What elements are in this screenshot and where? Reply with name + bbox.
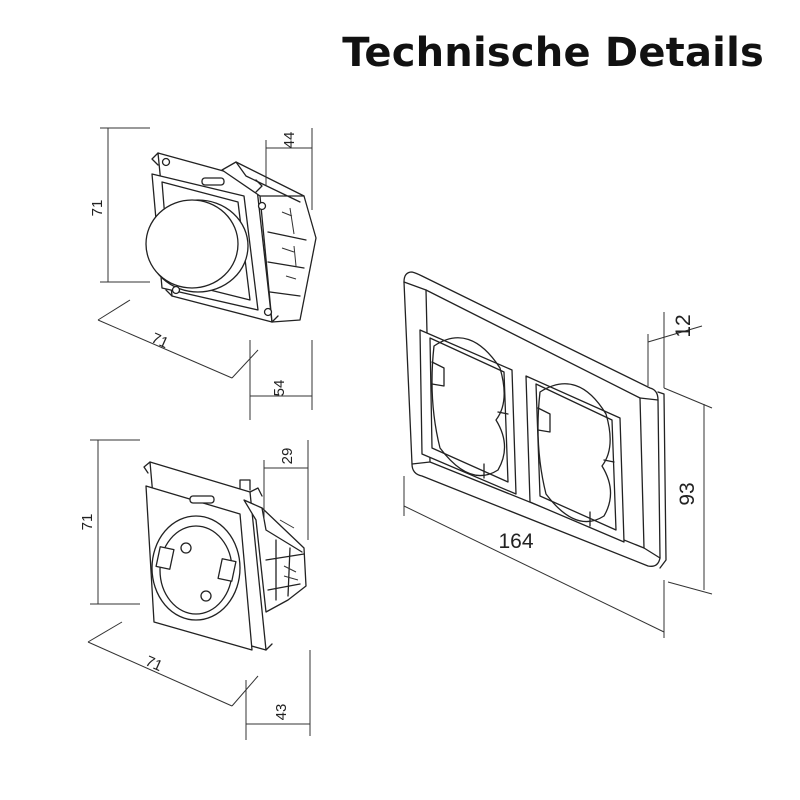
- dimmer-depth-top-label: 44: [281, 132, 298, 149]
- dimmer-height-label: 71: [89, 200, 106, 217]
- socket-drawing: 71 71 43 29: [79, 439, 311, 740]
- dimmer-drawing: 71 71 54 44: [89, 127, 317, 420]
- socket-depth-top-label: 29: [279, 448, 296, 465]
- dimmer-depth-label: 54: [271, 380, 288, 397]
- frame-height-label: 93: [676, 482, 699, 505]
- socket-depth-label: 43: [273, 704, 290, 721]
- frame-depth-label: 12: [672, 314, 695, 337]
- socket-height-label: 71: [79, 514, 96, 531]
- frame-drawing: 164 93 12: [403, 271, 713, 638]
- dimmer-insert-body: [221, 161, 317, 323]
- dimmer-width-label: 71: [149, 330, 171, 352]
- socket-insert-body: [243, 499, 307, 613]
- socket-width-label: 71: [143, 653, 165, 675]
- page-title: Technische Details: [342, 30, 764, 76]
- frame-width-label: 164: [498, 530, 533, 553]
- socket-outlet: [151, 515, 241, 621]
